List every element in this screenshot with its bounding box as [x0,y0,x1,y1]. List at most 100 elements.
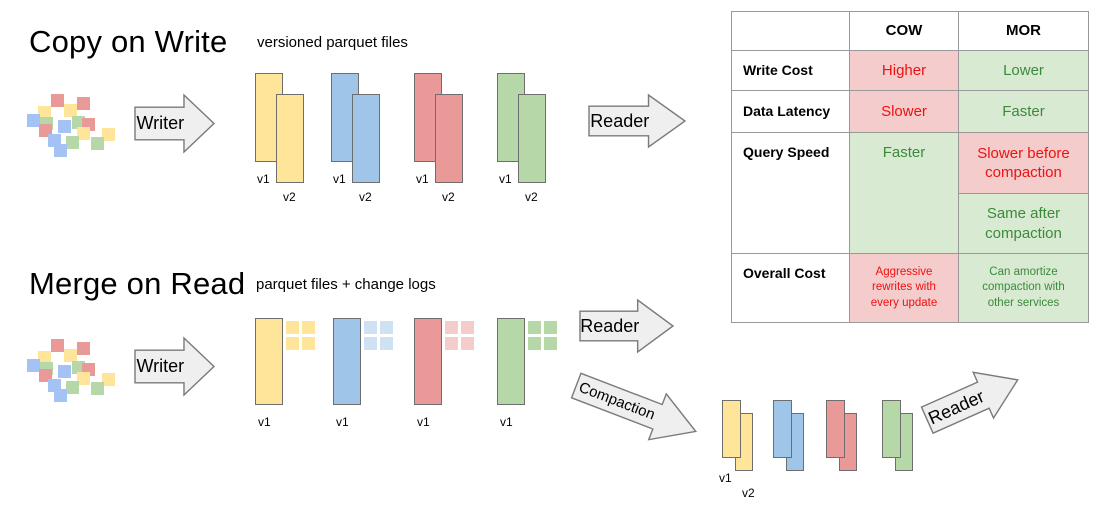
table-cell-query-speed-cow: Faster [850,133,959,254]
mor-source-data-square [77,342,90,355]
arrow-right-icon [135,95,214,152]
cow-source-data-square [91,137,104,150]
version-label-v2: v2 [359,190,372,204]
mor-source-data-square [72,361,85,374]
table-header-mor: MOR [959,12,1089,51]
mor-change-log-square-blue [364,337,377,350]
mor-change-log-square-green [528,321,541,334]
mor-change-log-square-green [544,337,557,350]
mor-source-data-square [38,351,51,364]
cow-source-data-square [77,127,90,140]
compaction-arrow-label: Compaction [576,378,658,424]
cow-source-data-square [51,94,64,107]
version-label-v1: v1 [257,172,270,186]
arrow-right-icon [580,300,673,352]
mor-change-log-square-blue [364,321,377,334]
version-label-v1: v1 [336,415,349,429]
compaction-arrow: Compaction [567,363,704,455]
mor-source-data-square [27,359,40,372]
mor-change-log-square-red [461,337,474,350]
table-cell-overall-cost-cow: Aggressive rewrites with every update [850,254,959,323]
cow-parquet-file-v2-green [518,94,546,183]
version-label-v2: v2 [742,486,755,500]
mor-change-log-square-yellow [302,321,315,334]
mor-source-data-square [64,349,77,362]
table-cell-query-speed-mor-before: Slower before compaction [959,133,1089,194]
table-cell-data-latency-cow: Slower [850,91,959,133]
version-label-v2: v2 [525,190,538,204]
mor-change-log-square-yellow [286,321,299,334]
table-cell-write-cost-mor: Lower [959,51,1089,91]
table-header-cow: COW [850,12,959,51]
table-cell-overall-cost-mor: Can amortize compaction with other servi… [959,254,1089,323]
mor-parquet-file-v1-blue [333,318,361,405]
mor-change-log-square-red [445,321,458,334]
cow-source-data-square [48,134,61,147]
version-label-v1: v1 [417,415,430,429]
table-cell-query-speed-mor-after: Same after compaction [959,194,1089,254]
mor-change-log-square-blue [380,337,393,350]
arrow-right-icon [917,357,1028,443]
mor-parquet-file-v1-yellow [255,318,283,405]
cow-source-data-square [39,124,52,137]
cow-mor-comparison-table: COW MOR Write Cost Higher Lower Data Lat… [731,11,1089,323]
cow-writer-arrow: Writer [135,95,214,152]
version-label-v2: v2 [442,190,455,204]
cow-files-label: versioned parquet files [257,34,408,51]
mor-source-data-square [51,339,64,352]
version-label-v2: v2 [283,190,296,204]
table-cell-write-cost-cow: Higher [850,51,959,91]
mor-change-log-square-yellow [302,337,315,350]
mor-source-data-square [66,381,79,394]
cow-source-data-square [54,144,67,157]
mor-source-data-square [91,382,104,395]
mor-source-data-square [77,372,90,385]
version-label-v1: v1 [333,172,346,186]
mor-section-title: Merge on Read [29,266,246,301]
cow-source-data-square [72,116,85,129]
mor-writer-arrow: Writer [135,338,214,395]
mor-writer-arrow-label: Writer [136,356,185,376]
compacted-file-v1-blue [773,400,792,458]
table-row-label-overall-cost: Overall Cost [732,254,850,323]
table-row-label-query-speed: Query Speed [732,133,850,254]
table-row-label-data-latency: Data Latency [732,91,850,133]
cow-source-data-square [27,114,40,127]
mor-parquet-file-v1-green [497,318,525,405]
mor-change-log-square-blue [380,321,393,334]
mor-source-data-square [54,389,67,402]
version-label-v1: v1 [258,415,271,429]
cow-source-data-square [38,106,51,119]
arrow-right-icon [589,95,685,147]
cow-source-data-square [58,120,71,133]
mor-change-log-square-yellow [286,337,299,350]
mor-parquet-file-v1-red [414,318,442,405]
cow-writer-arrow-label: Writer [136,113,185,133]
cow-parquet-file-v2-blue [352,94,380,183]
mor-source-data-square [102,373,115,386]
mor-change-log-square-green [544,321,557,334]
mor-source-data-square [58,365,71,378]
mor-change-log-square-red [445,337,458,350]
table-corner-cell [732,12,850,51]
compacted-file-v1-green [882,400,901,458]
cow-source-data-square [102,128,115,141]
cow-parquet-file-v2-yellow [276,94,304,183]
compacted-file-v1-yellow [722,400,741,458]
arrow-right-icon [135,338,214,395]
cow-source-data-square [77,97,90,110]
version-label-v1: v1 [499,172,512,186]
version-label-v1: v1 [416,172,429,186]
mor-source-data-square [48,379,61,392]
cow-section-title: Copy on Write [29,24,228,59]
arrow-right-icon [567,363,704,455]
mor-files-label: parquet files + change logs [256,276,436,293]
compacted-file-v1-red [826,400,845,458]
table-cell-data-latency-mor: Faster [959,91,1089,133]
table-row-label-write-cost: Write Cost [732,51,850,91]
mor-reader-arrow: Reader [580,300,673,352]
compacted-reader-arrow: Reader [917,357,1028,443]
mor-source-data-square [39,369,52,382]
cow-source-data-square [66,136,79,149]
